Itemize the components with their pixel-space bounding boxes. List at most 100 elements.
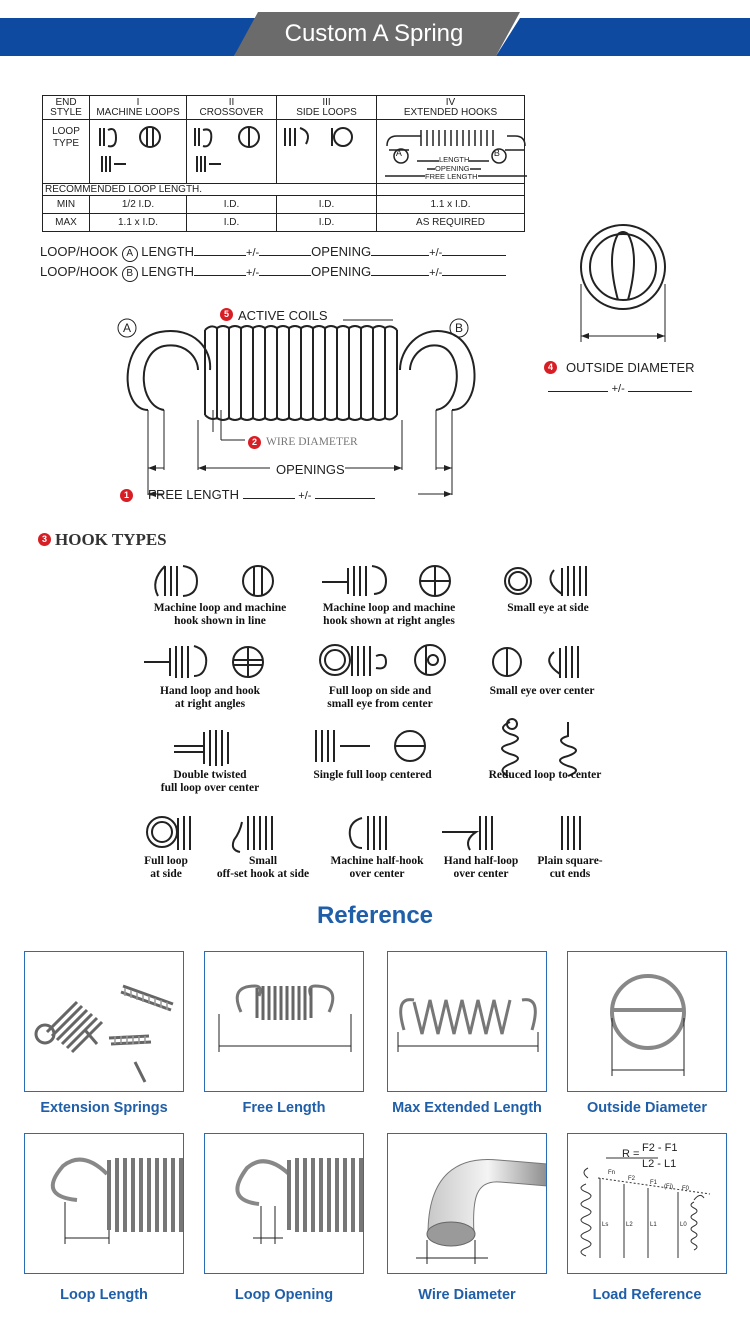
col-machine-loops: MACHINE LOOPS (96, 106, 180, 118)
card-extension-springs (24, 951, 184, 1092)
max-value-3: I.D. (276, 213, 377, 232)
ext-length-label: LENGTH (439, 155, 470, 164)
col-crossover: CROSSOVER (199, 106, 264, 118)
label-f1: F1 (650, 1180, 658, 1186)
diagram-letter-a: A (122, 321, 131, 335)
min-value-1: 1/2 I.D. (89, 195, 187, 214)
free-length-illustration (218, 984, 352, 1052)
hook-2-icon (322, 565, 451, 597)
max-value-2: I.D. (186, 213, 277, 232)
label-l1: L1 (650, 1222, 657, 1228)
pm-b-2: +/- (429, 267, 443, 279)
outside-diameter-line: +/- (548, 380, 693, 395)
max-label: MAX (42, 213, 90, 232)
roman-4: IV (445, 96, 456, 108)
badge-5: 5 (220, 308, 233, 321)
outside-diameter-diagram (580, 224, 666, 342)
free-length-label: FREE LENGTH (148, 487, 240, 502)
hook-1-icon (154, 565, 274, 597)
caption-loop-length: Loop Length (60, 1287, 148, 1303)
caption-wire-diameter: Wire Diameter (418, 1287, 516, 1303)
ext-free-length-label: FREE LENGTH (425, 172, 478, 181)
hook-7-icon (174, 730, 229, 766)
opening-label-b: OPENING (311, 264, 372, 279)
label-l0: L0 (680, 1222, 687, 1228)
max-value-4: AS REQUIRED (376, 213, 525, 232)
end-style-table: END STYLE I MACHINE LOOPS II CROSSOVER I… (42, 95, 527, 232)
outside-diameter-label: OUTSIDE DIAMETER (566, 360, 695, 375)
label-fn: Fn (608, 1170, 616, 1176)
col-side-loops: SIDE LOOPS (296, 106, 357, 118)
load-formula-numerator: F2 - F1 (642, 1142, 678, 1154)
badge-2: 2 (248, 436, 261, 449)
ext-opening-label: OPENING (435, 164, 470, 173)
circle-b: B (121, 266, 138, 282)
loop-opening-illustration (235, 1158, 363, 1244)
hook-13-icon (442, 816, 493, 851)
free-length-line: FREE LENGTH +/- (148, 487, 376, 502)
end-label: END (55, 96, 77, 108)
style-label: STYLE (50, 106, 82, 118)
hook-11-icon (231, 816, 273, 853)
min-value-4: 1.1 x I.D. (376, 195, 525, 214)
loop-length-illustration (50, 1157, 183, 1244)
hook-types-title: HOOK TYPES (55, 530, 167, 549)
hook-4-icon (144, 645, 264, 678)
hook-caption-6: Small eye over center (489, 685, 595, 697)
loop-hook-a-prefix: LOOP/HOOK (40, 244, 119, 259)
card-max-extended-length (387, 951, 547, 1092)
length-label-b: LENGTH (141, 264, 195, 279)
caption-loop-opening: Loop Opening (234, 1287, 334, 1303)
ext-b-letter: B (493, 148, 501, 158)
type-label: TYPE (52, 138, 80, 149)
label-f2: F2 (628, 1176, 636, 1182)
header-banner: Custom A Spring (0, 12, 750, 56)
load-formula-denominator: L2 - L1 (642, 1158, 677, 1170)
card-outside-diameter (567, 951, 727, 1092)
card-loop-length (24, 1133, 184, 1274)
hook-6-icon (492, 646, 579, 678)
caption-extension-springs: Extension Springs (40, 1100, 168, 1116)
card-wire-diameter (387, 1133, 547, 1274)
card-load-reference: R = F2 - F1 L2 - L1 Fn F2 F1 (Fi) F0 Ls … (567, 1133, 727, 1274)
min-label: MIN (42, 195, 90, 214)
ext-a-letter: A (395, 148, 403, 158)
diagram-letter-b: B (454, 321, 463, 335)
caption-free-length: Free Length (242, 1100, 326, 1116)
loop-hook-b-prefix: LOOP/HOOK (40, 264, 119, 279)
pm-b-1: +/- (246, 267, 260, 279)
outside-diameter-illustration (610, 974, 686, 1076)
hook-3-icon (504, 566, 587, 596)
load-reference-illustration (580, 1157, 711, 1258)
col-extended-hooks: EXTENDED HOOKS (403, 106, 498, 118)
roman-3: III (322, 96, 331, 108)
card-free-length (204, 951, 364, 1092)
label-fi: (Fi) (664, 1184, 673, 1190)
side-loops-icon (284, 127, 353, 147)
hook-9-icon (501, 718, 577, 777)
wire-diameter-illustration (416, 1158, 546, 1264)
hook-caption-14: Plain square-cut ends (537, 855, 603, 880)
pm-a-2: +/- (429, 247, 443, 259)
hook-8-icon (315, 730, 426, 762)
hook-caption-9: Reduced loop to center (488, 769, 602, 781)
loop-label: LOOP (52, 126, 80, 137)
circle-a: A (121, 246, 138, 262)
badge-4: 4 (544, 361, 557, 374)
min-value-2: I.D. (186, 195, 277, 214)
spring-dimension-diagram (117, 318, 476, 497)
reference-title: Reference (316, 902, 434, 929)
length-label-a: LENGTH (141, 244, 195, 259)
page-title: Custom A Spring (284, 20, 464, 47)
loop-hook-a-line: LOOP/HOOK A LENGTH+/-OPENING+/- (40, 244, 507, 262)
wire-diameter-label: WIRE DIAMETER (266, 436, 358, 448)
free-length-pm: +/- (298, 490, 312, 502)
max-extended-length-illustration (397, 998, 539, 1052)
